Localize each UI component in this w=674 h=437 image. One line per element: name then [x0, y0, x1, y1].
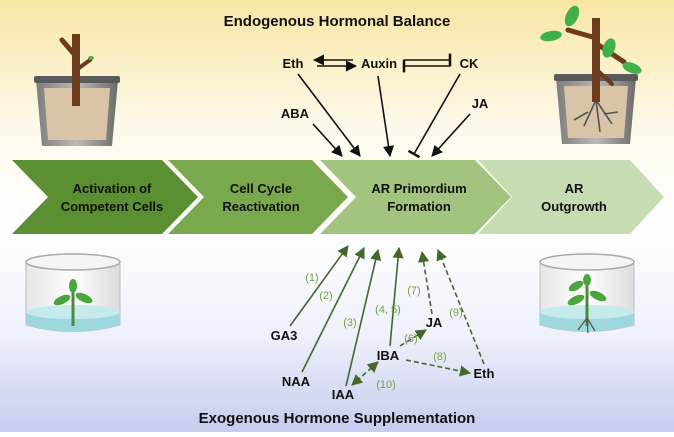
exo-iaa-label: IAA [332, 387, 355, 402]
ref-8: (8) [433, 351, 446, 363]
stage-1-label-line2: Competent Cells [61, 199, 164, 214]
ja-dashed-arrow [418, 250, 433, 315]
iba-iaa-dashed-arrow [351, 361, 379, 386]
ref-9: (9) [449, 307, 462, 319]
ref-7: (7) [407, 285, 420, 297]
stage-2-arrow [168, 160, 348, 234]
endo-ck-label: CK [460, 56, 479, 71]
exo-ja-label: JA [426, 315, 443, 330]
stage-3-label-line2: Formation [387, 199, 451, 214]
stage-4-label-line1: AR [565, 181, 584, 196]
stage-2-label-line1: Cell Cycle [230, 181, 292, 196]
stage-chevrons [12, 160, 664, 234]
iba-arrow [389, 246, 404, 347]
naa-arrow [301, 246, 365, 373]
ref-4-5: (4, 5) [375, 304, 401, 316]
pot-cutting-left [34, 34, 120, 146]
stage-4-label-line2: Outgrowth [541, 199, 607, 214]
auxin-to-primordium-arrow [377, 75, 395, 158]
endogenous-labels: Eth Auxin CK ABA JA [281, 56, 489, 121]
reference-numbers: (1) (2) (3) (4, 5) (7) (9) (6) (8) (10) [305, 272, 462, 391]
stage-1-arrow [12, 160, 198, 234]
ref-1: (1) [305, 272, 318, 284]
exo-eth-label: Eth [474, 366, 495, 381]
exo-ga3-label: GA3 [271, 328, 298, 343]
ref-2: (2) [319, 290, 332, 302]
endo-auxin-label: Auxin [361, 56, 397, 71]
pot-rooted-plant-right [540, 5, 642, 144]
stage-2-label-line2: Reactivation [222, 199, 299, 214]
ref-6: (6) [404, 333, 417, 345]
exo-naa-label: NAA [282, 374, 311, 389]
ref-3: (3) [343, 317, 356, 329]
top-title: Endogenous Hormonal Balance [224, 13, 451, 30]
iba-to-eth-dashed-arrow [405, 359, 472, 377]
stage-labels: Activation of Competent Cells Cell Cycle… [61, 181, 607, 214]
endogenous-arrows [297, 53, 471, 159]
endo-eth-label: Eth [283, 56, 304, 71]
iba-to-ja-dashed-arrow [399, 329, 427, 347]
culture-jar-left [25, 253, 121, 332]
stage-4-arrow [478, 160, 664, 234]
endo-ja-label: JA [472, 96, 489, 111]
endo-aba-label: ABA [281, 106, 310, 121]
bottom-title: Exogenous Hormone Supplementation [199, 410, 476, 427]
eth-to-primordium-arrow [297, 73, 361, 157]
exo-iba-label: IBA [377, 348, 400, 363]
culture-jar-right [539, 253, 635, 334]
stage-3-label-line1: AR Primordium [371, 181, 466, 196]
ref-10: (10) [376, 379, 396, 391]
exogenous-labels: GA3 NAA IAA IBA JA Eth [271, 315, 495, 402]
ck-to-primordium-inhibit [407, 73, 461, 159]
exogenous-arrows [289, 245, 485, 387]
aba-to-primordium-arrow [312, 123, 343, 157]
ga3-arrow [289, 245, 349, 327]
eth-dashed-arrow [436, 248, 485, 365]
stage-3-arrow [320, 160, 511, 234]
stage-1-label-line1: Activation of [73, 181, 152, 196]
ja-to-primordium-arrow [431, 113, 471, 157]
